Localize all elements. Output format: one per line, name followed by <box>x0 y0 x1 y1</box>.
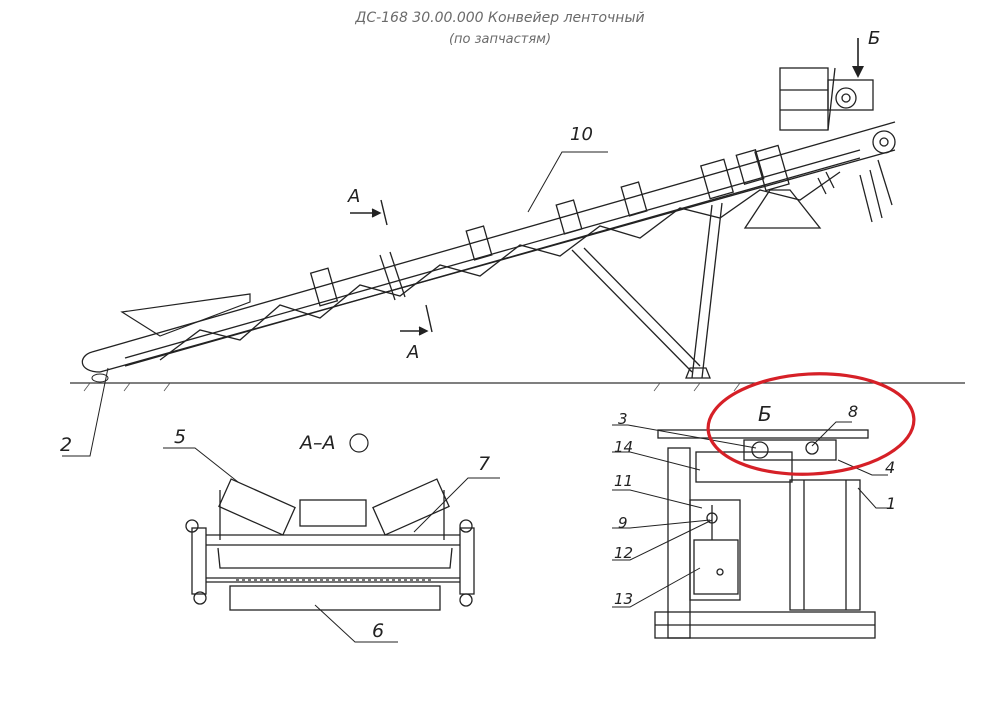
drawing-subtitle: (по запчастям) <box>448 32 552 47</box>
label-11: 11 <box>614 472 634 490</box>
label-4: 4 <box>885 458 896 477</box>
highlight-circle <box>706 372 916 476</box>
drawing-title: ДС-168 30.00.000 Конвейер ленточный <box>355 10 645 26</box>
label-12: 12 <box>614 544 634 562</box>
leader-lines-aa <box>163 447 500 643</box>
support-legs <box>571 202 723 379</box>
head-frame <box>743 67 896 229</box>
section-aa-symbol <box>349 433 369 453</box>
label-2: 2 <box>60 434 73 456</box>
label-6: 6 <box>372 620 385 642</box>
label-8: 8 <box>848 402 859 421</box>
label-13: 13 <box>614 590 634 608</box>
conveyor-truss <box>81 121 896 373</box>
label-b-arrow: Б <box>868 28 881 49</box>
ground-hatch <box>83 382 741 392</box>
tail-foot <box>91 373 109 383</box>
label-1: 1 <box>886 494 897 513</box>
label-10: 10 <box>570 124 593 145</box>
label-14: 14 <box>614 438 634 456</box>
leader-lines-top <box>62 151 608 457</box>
section-a-markers <box>350 199 433 336</box>
label-section-aa: А–А <box>300 432 336 454</box>
section-aa-view <box>185 478 475 611</box>
leader-lines-b <box>612 421 892 608</box>
label-a-top: А <box>348 186 361 207</box>
label-a-bottom: А <box>407 342 420 363</box>
label-3: 3 <box>618 410 628 428</box>
label-b-title: Б <box>758 402 772 426</box>
view-b-detail <box>654 429 876 639</box>
view-b-arrow <box>852 38 864 78</box>
tail-hopper <box>120 293 251 337</box>
label-5: 5 <box>174 426 187 448</box>
label-7: 7 <box>478 453 491 475</box>
label-9: 9 <box>618 514 628 532</box>
